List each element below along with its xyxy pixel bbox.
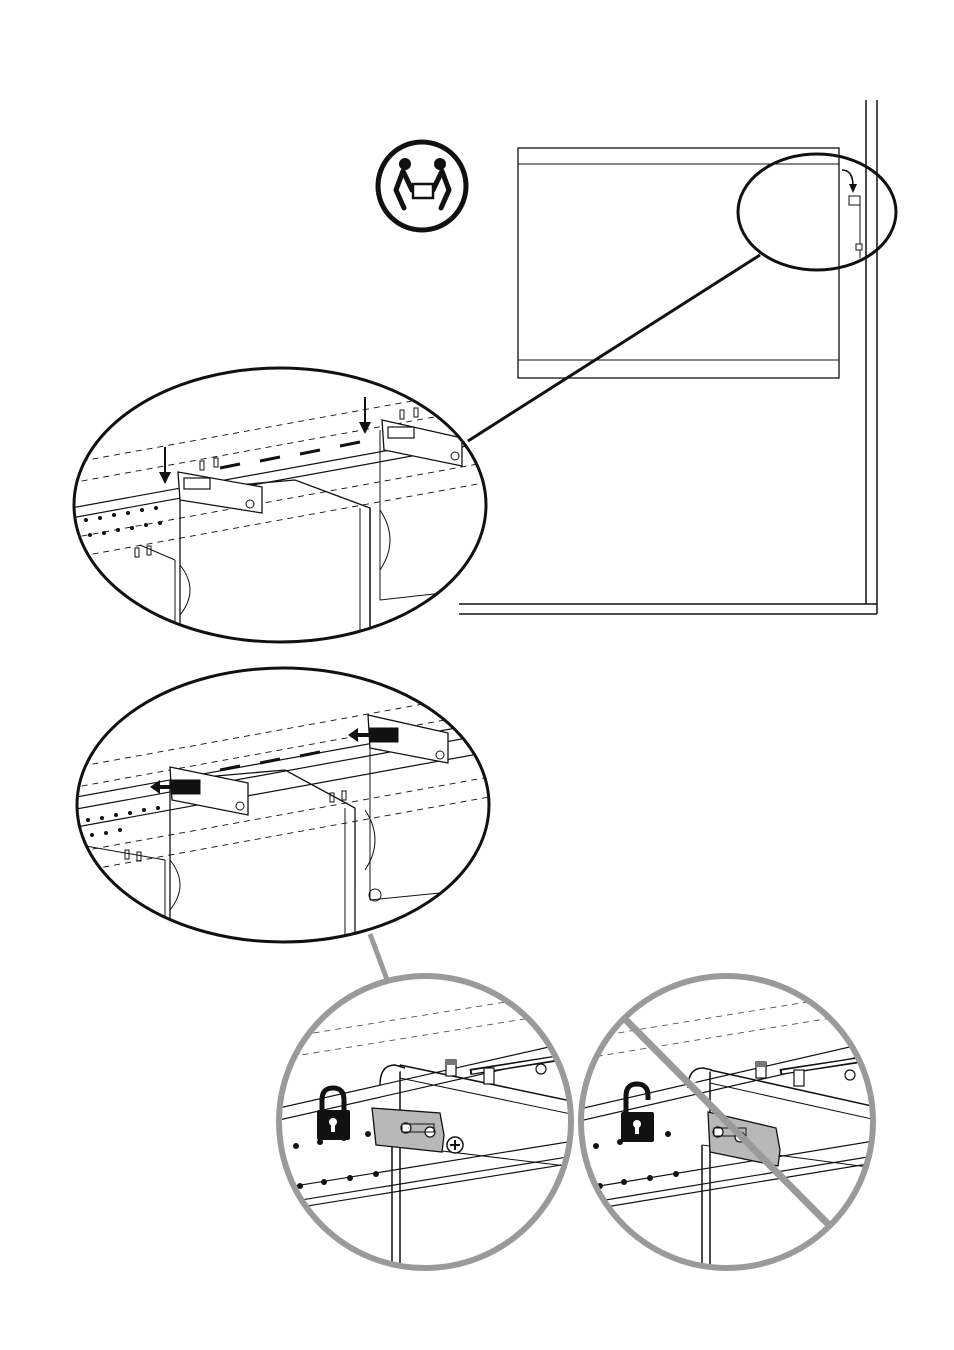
detail-connector-line bbox=[370, 934, 389, 985]
detail-unlocked-incorrect bbox=[575, 976, 890, 1290]
detail-slide-lock bbox=[60, 668, 500, 950]
phillips-screw-icon bbox=[447, 1137, 463, 1153]
detail-locked-correct bbox=[270, 976, 600, 1290]
detail-hook-down bbox=[60, 368, 500, 650]
cabinet-outline bbox=[518, 148, 839, 378]
wall-overview bbox=[459, 100, 896, 614]
two-person-lift-icon bbox=[378, 142, 466, 230]
